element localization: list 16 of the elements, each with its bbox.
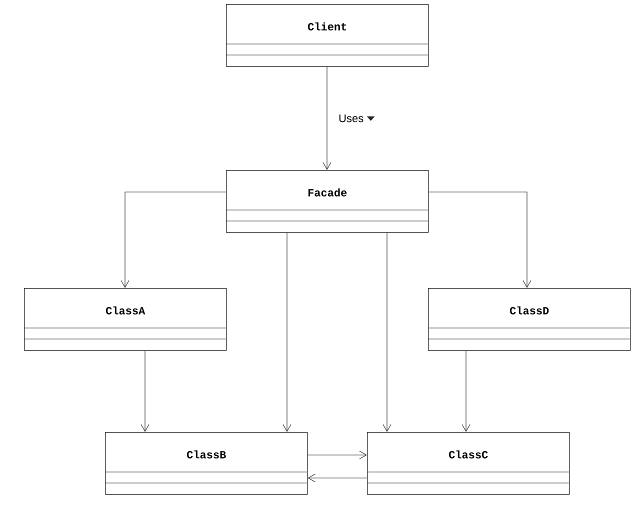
class-box: ClassC [366,432,570,495]
arrow [120,192,226,288]
arrow [307,450,367,460]
class-box: Facade [226,170,429,233]
class-box: ClassD [428,288,631,351]
arrow [462,350,470,432]
arrow [140,350,150,432]
class-box: ClassA [24,288,227,351]
arrow [322,66,332,170]
edge-label: Uses [339,114,364,122]
arrow [382,232,392,432]
arrow [308,474,368,482]
arrow [428,192,532,288]
arrow [282,232,292,432]
class-box: Client [226,4,429,67]
class-box: ClassB [104,432,308,495]
